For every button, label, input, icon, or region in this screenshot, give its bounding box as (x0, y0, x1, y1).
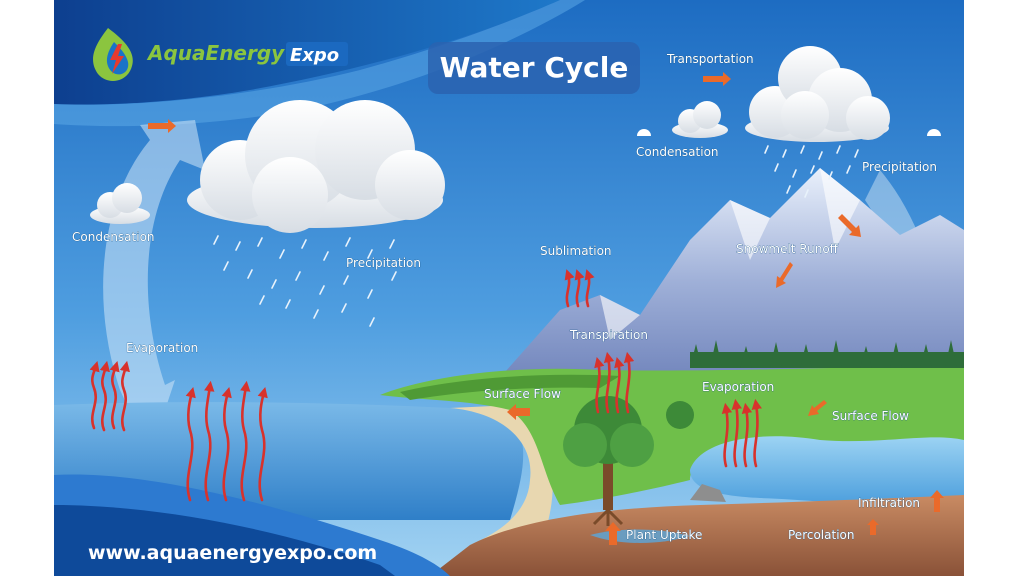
label-precipitation-left: Precipitation (346, 256, 421, 270)
snowmelt-arrow-1 (838, 214, 861, 237)
transportation-arrow-right (703, 72, 731, 86)
surface-flow-arrow-right (808, 400, 827, 416)
cloud-tiny-a (637, 129, 651, 136)
plant-uptake-arrow (605, 522, 621, 545)
rain-left (213, 235, 397, 327)
label-snowmelt-runoff: Snowmelt Runoff (736, 242, 839, 256)
rain-right (764, 145, 859, 198)
beach (450, 405, 553, 545)
diagram-panel: AquaEnergy Expo Water Cycle Condensation… (54, 0, 964, 576)
lake (690, 436, 964, 507)
infiltration-arrow (930, 490, 944, 512)
title-plate: Water Cycle (428, 42, 640, 94)
cloud-large-right (745, 46, 890, 142)
label-transpiration: Transpiration (569, 328, 648, 342)
label-transportation: Transportation (666, 52, 754, 66)
label-precipitation-right: Precipitation (862, 160, 937, 174)
forest (690, 340, 964, 368)
label-infiltration: Infiltration (858, 496, 920, 510)
label-condensation-right: Condensation (636, 145, 719, 159)
label-evaporation-left: Evaporation (126, 341, 198, 355)
drop-icon (93, 28, 133, 81)
cloud-large-left (187, 100, 445, 233)
label-evaporation-right: Evaporation (702, 380, 774, 394)
evaporation-arrows-left-large (185, 380, 268, 502)
cloud-small-right (672, 101, 728, 138)
logo-wordmark-expo: Expo (290, 45, 339, 66)
tree (563, 396, 654, 526)
sublimation-arrows (564, 269, 595, 308)
label-surface-flow-left: Surface Flow (484, 387, 561, 401)
transportation-arrow-left (148, 119, 176, 133)
transpiration-arrows (594, 351, 635, 414)
website-url: www.aquaenergyexpo.com (88, 542, 377, 564)
evaporation-arrows-left-small (89, 360, 130, 432)
evaporation-arrows-right (721, 398, 762, 468)
flow-arrows (148, 72, 944, 545)
cloud-tiny-b (927, 129, 941, 136)
rocks (690, 484, 726, 502)
bush (666, 401, 694, 429)
soil-layer (430, 495, 964, 576)
snowmelt-arrow-2 (776, 262, 793, 288)
label-plant-uptake: Plant Uptake (626, 528, 702, 542)
label-surface-flow-right: Surface Flow (832, 409, 909, 423)
label-percolation: Percolation (788, 528, 854, 542)
surface-flow-arrow-left (507, 404, 530, 420)
label-sublimation: Sublimation (540, 244, 612, 258)
logo: AquaEnergy Expo (93, 28, 348, 81)
cloud-small-left (90, 183, 150, 224)
percolation-arrow (867, 519, 879, 535)
logo-wordmark: AquaEnergy (146, 41, 285, 65)
land (380, 365, 964, 505)
label-condensation-left: Condensation (72, 230, 155, 244)
diagram-title: Water Cycle (440, 51, 629, 84)
